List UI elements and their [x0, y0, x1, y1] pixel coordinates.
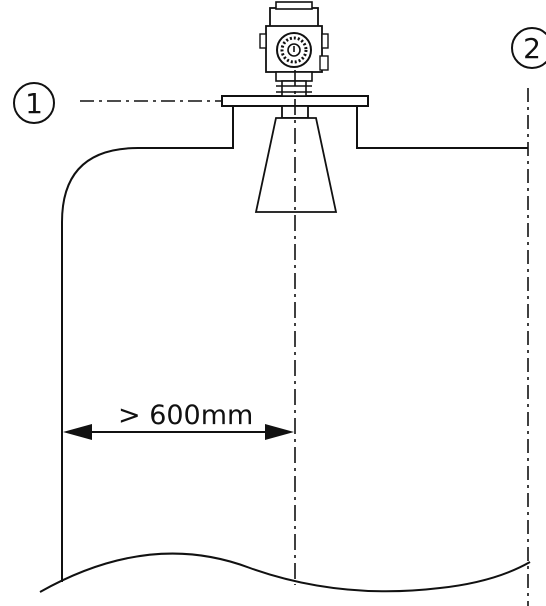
display-dial-icon — [276, 32, 312, 68]
marker-2-label: 2 — [523, 32, 541, 65]
distance-label: > 600mm — [118, 400, 253, 431]
marker-1: 1 — [13, 82, 55, 124]
horn-antenna — [254, 117, 338, 213]
liquid-surface-line — [39, 552, 531, 593]
tank-right-wall — [356, 101, 528, 149]
tank-left-wall — [61, 101, 234, 582]
arrow-head-right — [265, 424, 294, 440]
marker-2: 2 — [511, 27, 546, 69]
marker-1-label: 1 — [25, 87, 43, 120]
arrow-head-left — [63, 424, 92, 440]
